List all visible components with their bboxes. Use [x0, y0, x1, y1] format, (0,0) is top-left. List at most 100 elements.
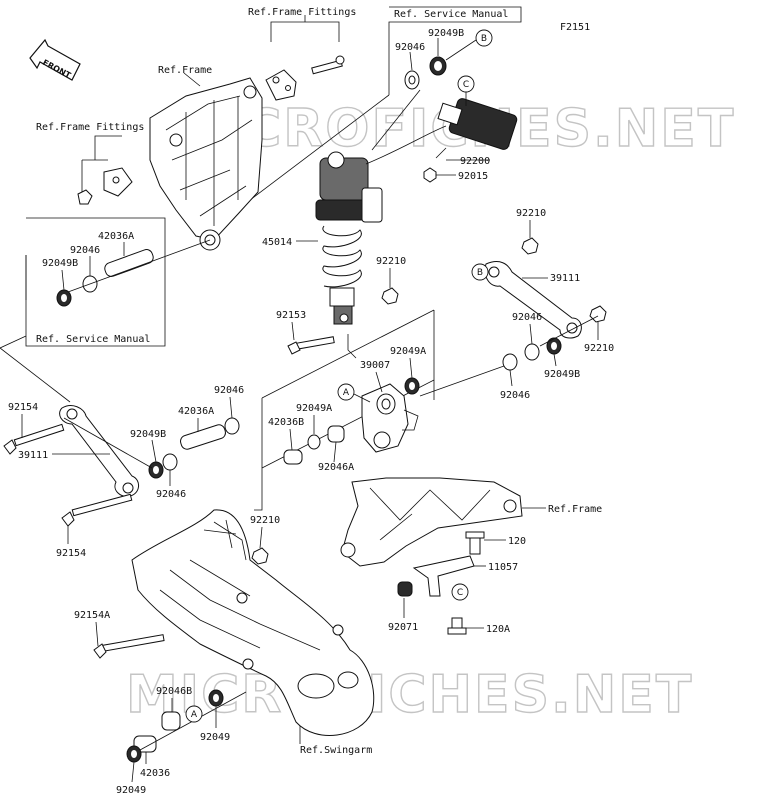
label-11057: 11057 — [488, 562, 518, 573]
part-11057-bracket — [412, 555, 475, 597]
label-39111-left: 39111 — [18, 450, 48, 461]
part-92049b-right — [546, 337, 562, 355]
part-92154-bolt-lower — [61, 493, 133, 527]
part-92210-right-top — [521, 237, 539, 255]
label-120a: 120A — [486, 624, 510, 635]
part-92046a — [327, 425, 345, 443]
ref-frame-right: Ref.Frame — [548, 504, 602, 515]
label-92049b-top: 92049B — [428, 28, 464, 39]
ref-service-manual-top: Ref. Service Manual — [394, 9, 508, 20]
bolt-frame-fitting-top — [311, 55, 345, 75]
part-42036 — [133, 735, 157, 753]
rear-shock-absorber — [315, 151, 383, 325]
part-92071-grommet — [397, 581, 413, 597]
label-45014: 45014 — [262, 237, 292, 248]
part-92049b-mid — [148, 461, 164, 479]
part-92210-lower-nut — [251, 547, 269, 565]
part-42036b — [283, 449, 303, 465]
svg-text:C: C — [463, 80, 469, 90]
front-arrow-icon: FRONT — [29, 38, 81, 81]
callout-b-right: B — [471, 263, 489, 281]
part-92046-right-2 — [502, 353, 518, 371]
label-92049b-right: 92049B — [544, 369, 580, 380]
label-92046-r2: 92046 — [500, 390, 530, 401]
label-92046-right: 92046 — [512, 312, 542, 323]
preload-adjuster — [365, 98, 518, 165]
part-92210-right — [589, 305, 607, 323]
part-92049-bottom — [126, 745, 142, 763]
label-92200: 92200 — [460, 156, 490, 167]
label-92046-mid: 92046 — [156, 489, 186, 500]
svg-text:B: B — [481, 34, 487, 44]
ref-swingarm: Ref.Swingarm — [300, 745, 372, 756]
label-92046-left: 92046 — [70, 245, 100, 256]
part-92154a-bolt — [93, 634, 165, 659]
swingarm — [131, 509, 375, 736]
part-92046-top — [404, 70, 420, 90]
label-92210-lower: 92210 — [250, 515, 280, 526]
part-120a-bolt — [447, 617, 467, 635]
label-92046-top: 92046 — [395, 42, 425, 53]
part-92154-bolt-left — [3, 423, 65, 455]
callout-c-top: C — [457, 75, 475, 106]
label-92154-left: 92154 — [8, 402, 38, 413]
svg-text:A: A — [191, 710, 198, 720]
label-92046-mid-top: 92046 — [214, 385, 244, 396]
part-92210-mid-nut — [381, 287, 399, 305]
callout-a-right: A — [337, 383, 371, 403]
label-42036b: 42036B — [268, 417, 304, 428]
label-42036a-left: 42036A — [98, 231, 134, 242]
figure-code: F2151 — [560, 22, 590, 33]
label-92049a-mid: 92049A — [296, 403, 332, 414]
service-manual-bracket-top — [249, 6, 522, 201]
part-92015-nut — [423, 167, 456, 183]
part-92049a-mid — [307, 434, 321, 450]
label-92046b: 92046B — [156, 686, 192, 697]
label-92210-right: 92210 — [584, 343, 614, 354]
label-120: 120 — [508, 536, 526, 547]
part-92049b-top — [429, 56, 447, 76]
label-42036: 42036 — [140, 768, 170, 779]
label-39007: 39007 — [360, 360, 390, 371]
part-92046-mid-top — [224, 417, 240, 435]
ref-frame-fittings-left: Ref.Frame Fittings — [36, 122, 144, 133]
link-rod-left — [59, 405, 139, 497]
part-42036a-left — [104, 249, 154, 277]
label-92071: 92071 — [388, 622, 418, 633]
label-92210-right-top: 92210 — [516, 208, 546, 219]
part-42036a-mid — [180, 424, 226, 450]
part-92049a-top — [404, 377, 420, 395]
part-92046-right — [524, 343, 540, 361]
label-92015: 92015 — [458, 171, 488, 182]
callout-a-bottom: A — [185, 705, 203, 723]
frame-fitting-plate-top — [265, 69, 297, 101]
svg-text:A: A — [343, 388, 350, 398]
rocker-arm-39007 — [361, 383, 419, 453]
label-92153: 92153 — [276, 310, 306, 321]
label-39111-right: 39111 — [550, 273, 580, 284]
callout-c-bottom: C — [451, 583, 469, 601]
lower-frame-bracket — [340, 477, 523, 567]
label-92046a: 92046A — [318, 462, 354, 473]
ref-frame-top: Ref.Frame — [158, 65, 212, 76]
part-92046-mid — [162, 453, 178, 471]
ref-frame-fittings-top: Ref.Frame Fittings — [248, 7, 356, 18]
callout-b-top: B — [445, 29, 493, 61]
label-92049-bottom: 92049 — [116, 785, 146, 796]
label-92049a-top: 92049A — [390, 346, 426, 357]
svg-text:B: B — [477, 268, 483, 278]
label-92049b-mid: 92049B — [130, 429, 166, 440]
part-92046b — [161, 711, 181, 731]
service-manual-bracket-left — [0, 217, 166, 403]
ref-service-manual-left: Ref. Service Manual — [36, 334, 150, 345]
part-92049b-left — [56, 289, 72, 307]
svg-text:C: C — [457, 588, 463, 598]
label-92210-mid: 92210 — [376, 256, 406, 267]
part-120-bolt — [465, 531, 485, 555]
label-92049b-left: 92049B — [42, 258, 78, 269]
part-92049-mid — [208, 689, 224, 707]
part-92153-bolt — [287, 336, 335, 355]
label-92154-lower: 92154 — [56, 548, 86, 559]
label-92154a: 92154A — [74, 610, 110, 621]
